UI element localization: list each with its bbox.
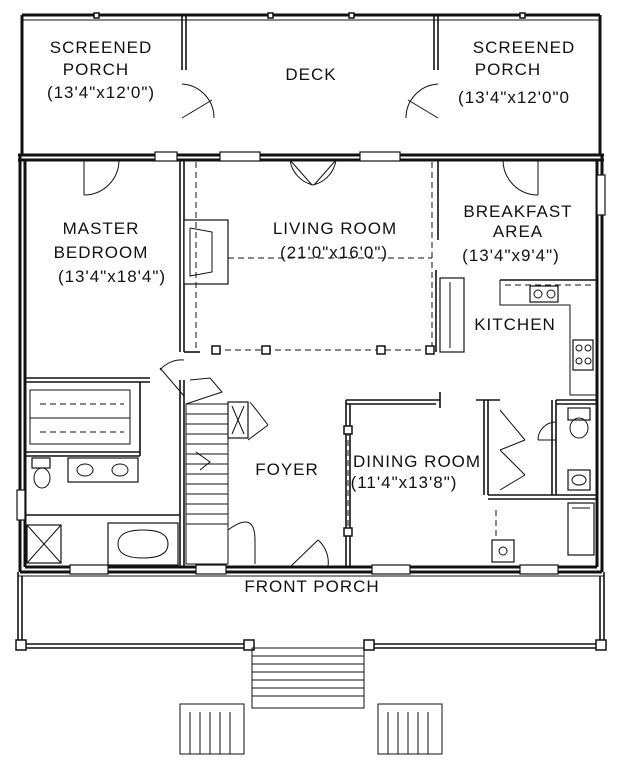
rear-house-wall: [18, 151, 604, 162]
living-room-label: LIVING ROOM: [273, 219, 397, 238]
kitchen-peninsula: [439, 277, 465, 353]
kitchen-label: KITCHEN: [474, 315, 556, 334]
living-french-doors: [289, 159, 337, 186]
front-door: [289, 539, 329, 568]
master-bath: [26, 457, 179, 566]
porch-door-left: [181, 83, 215, 119]
front-steps: [179, 647, 443, 755]
dining-room-label: DINING ROOM: [353, 452, 481, 471]
coat-closet: [227, 401, 269, 441]
screened-porch-right-label-1: SCREENED: [473, 38, 575, 57]
foyer-label: FOYER: [255, 460, 319, 479]
screened-porch-left-label-2: PORCH: [63, 60, 129, 79]
screened-porch-right-label-2: PORCH: [475, 60, 541, 79]
dining-columns: [343, 425, 353, 537]
front-porch-structure: [15, 572, 607, 651]
dining-room-dims: (11'4"x13'8"): [351, 473, 458, 492]
screened-porch-left-dims: (13'4"x12'0"): [47, 83, 155, 102]
master-bedroom-dims: (13'4"x18'4"): [58, 267, 166, 286]
breakfast-area-label-1: BREAKFAST: [463, 202, 572, 221]
master-entry-door: [159, 359, 185, 397]
breakfast-area-label-2: AREA: [493, 222, 543, 241]
fireplace: [183, 219, 229, 285]
front-porch-label: FRONT PORCH: [244, 577, 379, 596]
master-closet: [29, 389, 131, 445]
porch-door-right: [405, 83, 439, 119]
screened-porch-left-label-1: SCREENED: [50, 38, 152, 57]
room-labels: SCREENED PORCH (13'4"x12'0") DECK SCREEN…: [47, 38, 575, 596]
half-bath: [537, 407, 591, 491]
exterior-walls: [16, 155, 606, 575]
rear-porch-structure: [20, 12, 602, 155]
screened-porch-right-dims: (13'4"x12'0"0: [458, 88, 570, 107]
pantry: [491, 409, 595, 563]
living-room-dims: (21'0"x16'0"): [280, 243, 388, 262]
staircase: [185, 377, 256, 565]
living-beams: [195, 162, 435, 355]
master-porch-door: [83, 159, 120, 196]
master-bedroom-label-1: MASTER: [63, 219, 140, 238]
master-bedroom-label-2: BEDROOM: [54, 243, 149, 262]
deck-label: DECK: [285, 65, 336, 84]
breakfast-porch-door: [502, 159, 539, 196]
interior-walls: [25, 160, 597, 567]
kitchen-counters: [499, 279, 597, 396]
breakfast-area-dims: (13'4"x9'4"): [462, 246, 560, 265]
